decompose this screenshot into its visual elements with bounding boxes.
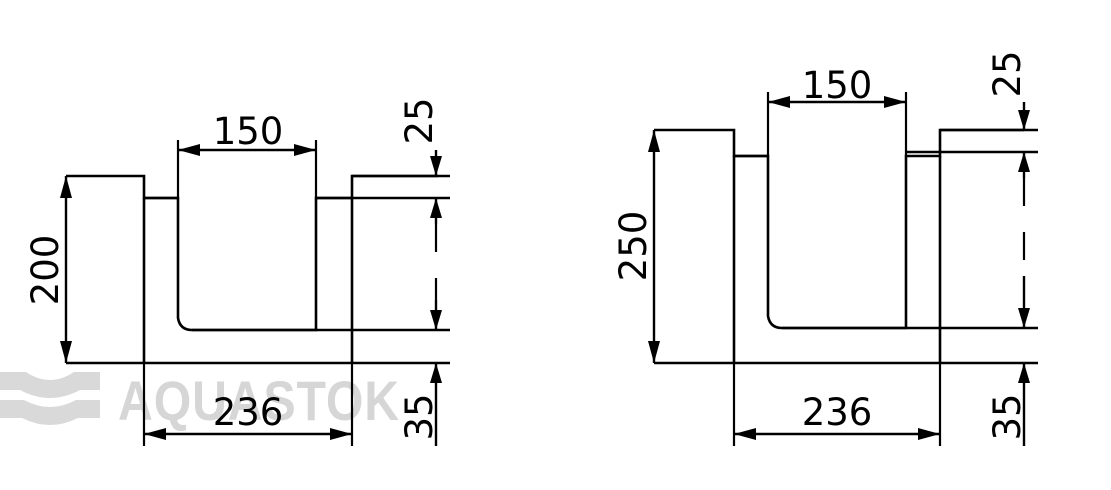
left-bottom-thickness-label: 35 — [398, 393, 441, 440]
left-outline — [66, 174, 450, 365]
right-top-step-label: 25 — [986, 50, 1029, 97]
aquastok-wave-logo-icon — [0, 372, 100, 425]
left-height-label: 200 — [24, 235, 67, 306]
left-view: 200 150 236 — [24, 97, 450, 446]
left-top-step-label: 25 — [398, 97, 441, 144]
right-height-dimension: 250 — [612, 130, 660, 363]
right-outline — [654, 128, 1038, 365]
right-outer-width-dimension: 236 — [732, 363, 942, 446]
right-inner-width-label: 150 — [802, 64, 873, 107]
left-inner-width-label: 150 — [213, 110, 284, 153]
left-outer-width-dimension: 236 — [142, 363, 354, 446]
right-side-dimensions: 25 35 — [986, 50, 1030, 446]
right-bottom-thickness-label: 35 — [986, 393, 1029, 440]
left-outer-width-label: 236 — [213, 391, 284, 434]
left-side-dimensions: 25 35 — [398, 97, 442, 446]
left-height-dimension: 200 — [24, 176, 72, 363]
right-view: 250 150 236 — [612, 50, 1038, 446]
left-inner-width-dimension: 150 — [176, 110, 318, 198]
right-height-label: 250 — [612, 211, 655, 282]
right-inner-width-dimension: 150 — [766, 64, 908, 156]
watermark: AQUASTOK — [0, 369, 399, 432]
right-outer-width-label: 236 — [802, 391, 873, 434]
